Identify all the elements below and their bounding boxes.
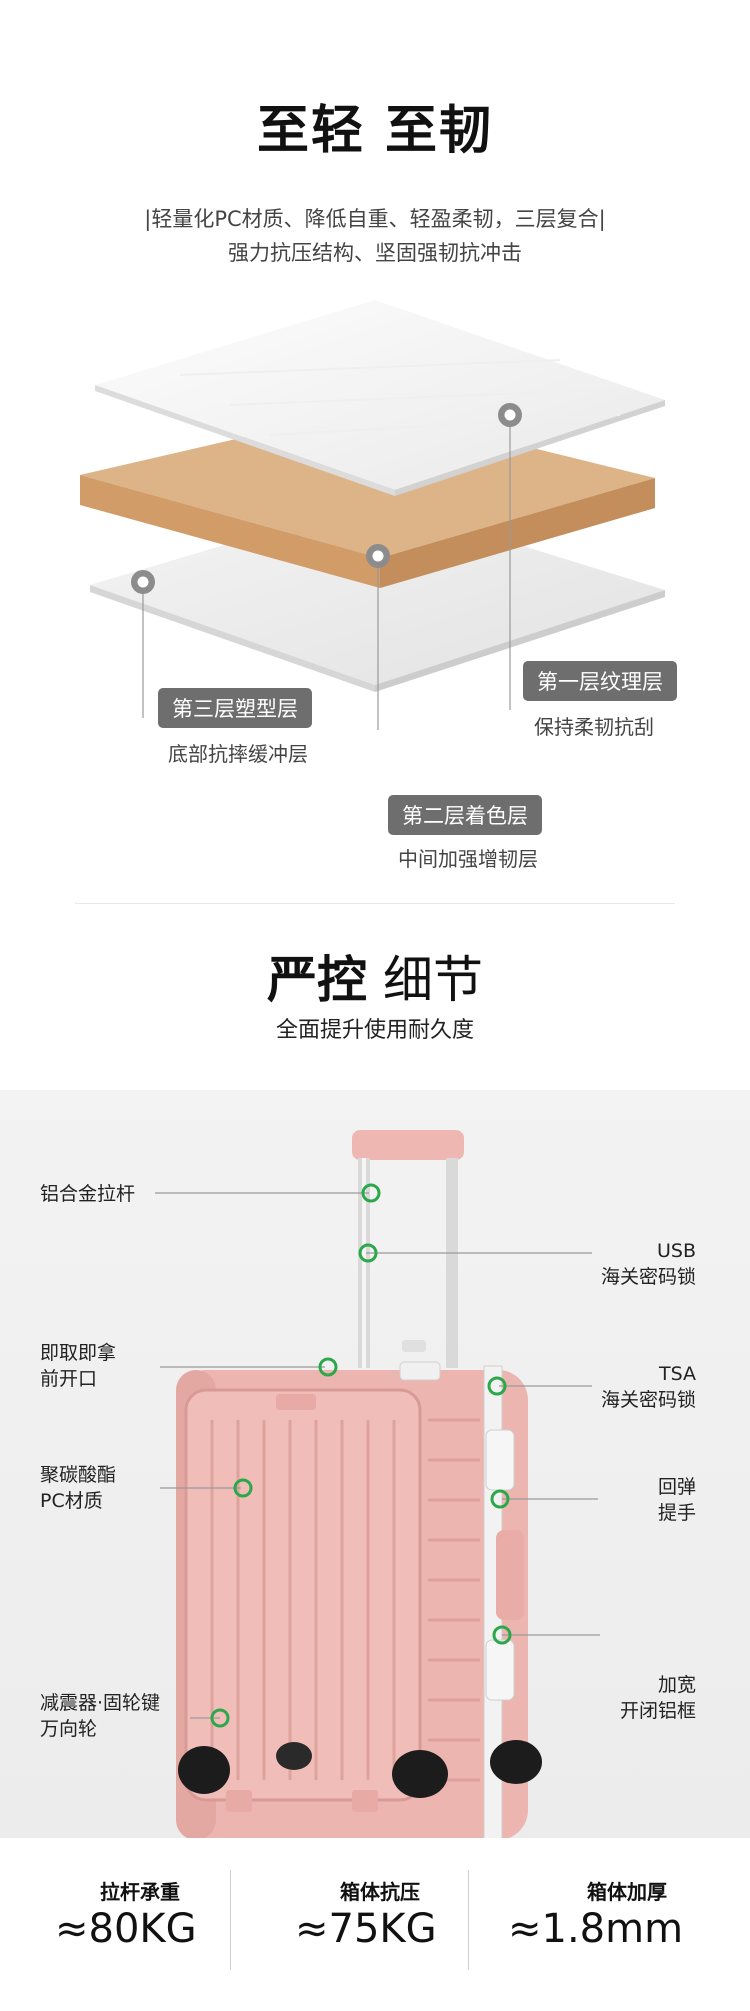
section2-title-light: 细节 (382, 951, 483, 1009)
section1-subtitle-line1: |轻量化PC材质、降低自重、轻盈柔韧，三层复合| (144, 207, 606, 231)
stat-label-compression: 箱体抗压 (340, 1880, 420, 1904)
spinner-wheels (178, 1740, 542, 1798)
stat-value-thickness: ≈1.8mm (508, 1906, 684, 1952)
section2-subtitle: 全面提升使用耐久度 (275, 1018, 474, 1043)
side-handle-marker (490, 1489, 510, 1509)
layer2-marker (366, 544, 390, 568)
stat-value-rod-load: ≈80KG (55, 1906, 197, 1952)
layer1-marker (498, 403, 522, 427)
aluminum-frame-marker (492, 1625, 512, 1645)
layer1-badge: 第一层纹理层 (523, 661, 677, 701)
section2-title-bold: 严控 (267, 951, 368, 1009)
label-rebound-handle: 回弹 提手 (657, 1476, 696, 1524)
layer3-desc: 底部抗摔缓冲层 (168, 742, 308, 766)
stat-label-rod-load: 拉杆承重 (100, 1880, 180, 1904)
layer-diagram (0, 290, 750, 840)
section1-title: 至轻 至韧 (256, 101, 494, 161)
top-layer-sheet (95, 300, 665, 496)
section1-subtitle: |轻量化PC材质、降低自重、轻盈柔韧，三层复合| 强力抗压结构、坚固强韧抗冲击 (0, 202, 750, 270)
tsa-lock-marker (487, 1376, 507, 1396)
label-front-opening: 即取即拿 前开口 (40, 1342, 117, 1390)
layer1-desc: 保持柔韧抗刮 (534, 715, 654, 739)
trolley-handle (352, 1130, 464, 1368)
suitcase-illustration (155, 1130, 600, 1838)
front-opening-marker (318, 1357, 338, 1377)
usb-marker (358, 1243, 378, 1263)
product-detail-panel: 铝合金拉杆 即取即拿 前开口 聚碳酸酯 PC材质 减震器·固轮键 万向轮 USB… (0, 1090, 750, 1838)
layer2-desc: 中间加强增韧层 (398, 847, 538, 871)
stat-divider (230, 1870, 231, 1970)
section1-subtitle-line2: 强力抗压结构、坚固强韧抗冲击 (228, 241, 522, 265)
label-pc-material: 聚碳酸酯 PC材质 (40, 1464, 117, 1512)
section-divider (75, 903, 675, 904)
label-tsa-lock: TSA 海关密码锁 (600, 1363, 696, 1411)
section2-title: 严控 细节 (0, 940, 750, 1012)
handle-marker (361, 1183, 381, 1203)
stat-divider (468, 1870, 469, 1970)
stat-value-compression: ≈75KG (295, 1906, 437, 1952)
wheel-marker (210, 1708, 230, 1728)
spec-stats-bar: 拉杆承重 ≈80KG 箱体抗压 ≈75KG 箱体加厚 ≈1.8mm (0, 1838, 750, 2011)
stat-label-thickness: 箱体加厚 (587, 1880, 667, 1904)
label-spinner-wheels: 减震器·固轮键 万向轮 (40, 1692, 161, 1740)
label-usb-lock: USB 海关密码锁 (600, 1240, 696, 1288)
pc-material-marker (233, 1478, 253, 1498)
layer3-badge: 第三层塑型层 (158, 688, 312, 728)
layer-diagram-illustration (80, 300, 665, 840)
layer2-badge: 第二层着色层 (388, 795, 542, 835)
label-aluminum-frame: 加宽 开闭铝框 (619, 1674, 696, 1722)
label-aluminum-rod: 铝合金拉杆 (40, 1183, 136, 1205)
layer3-marker (131, 570, 155, 594)
